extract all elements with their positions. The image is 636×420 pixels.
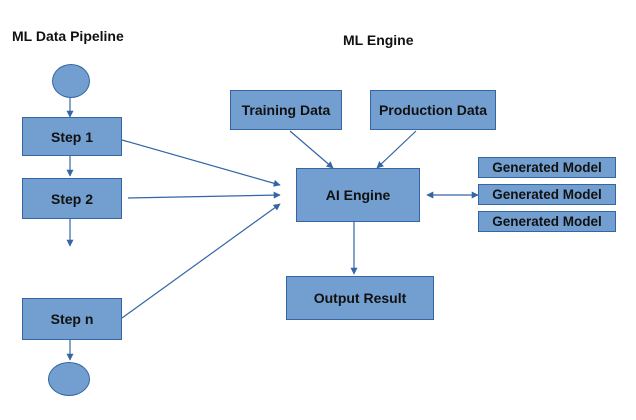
output-result-box: Output Result	[286, 276, 434, 320]
pipeline-step-1: Step 1	[22, 117, 122, 156]
production-data-box: Production Data	[370, 90, 496, 130]
pipeline-heading: ML Data Pipeline	[12, 28, 124, 44]
pipeline-end-node	[48, 362, 90, 396]
engine-heading: ML Engine	[343, 32, 414, 48]
arrow-training-data-to-ai-engine	[289, 130, 334, 169]
pipeline-start-node	[52, 64, 90, 98]
arrow-step-2-to-ai-engine	[127, 191, 281, 199]
pipeline-step-2: Step 2	[22, 178, 122, 219]
training-data-box: Training Data	[230, 90, 342, 130]
arrow-step-1-to-ai-engine	[121, 139, 281, 187]
generated-model-box: Generated Model	[478, 157, 616, 178]
ai-engine-box: AI Engine	[296, 168, 420, 222]
arrow-step-n-to-ai-engine	[121, 203, 281, 319]
pipeline-step-n: Step n	[22, 298, 122, 340]
arrow-production-data-to-ai-engine	[376, 130, 417, 169]
generated-model-box: Generated Model	[478, 211, 616, 232]
generated-model-box: Generated Model	[478, 184, 616, 205]
